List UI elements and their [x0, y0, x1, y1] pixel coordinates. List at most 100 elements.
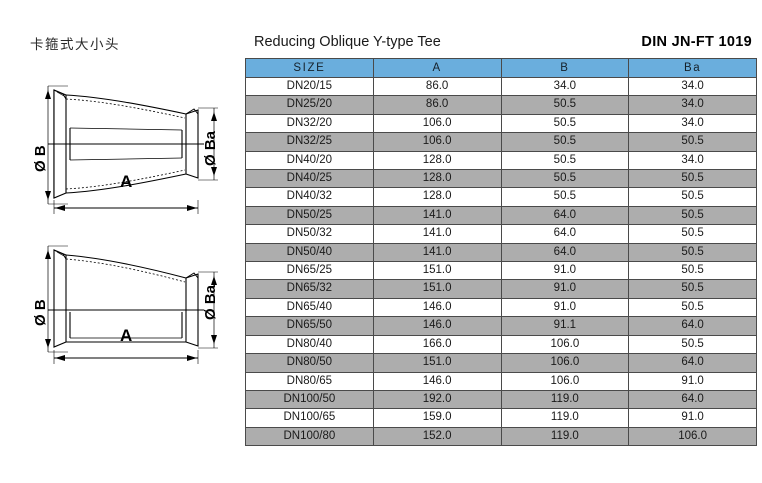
cell-a: 141.0 [372, 224, 502, 244]
cell-b: 106.0 [500, 353, 630, 373]
cell-size: DN65/50 [245, 316, 374, 336]
table-header-row: SIZE A B Ba [245, 58, 757, 78]
eccentric-reducer-drawing: Ø B Ø Ba A [8, 222, 240, 372]
cell-a: 151.0 [372, 261, 502, 281]
cell-a: 152.0 [372, 426, 502, 447]
cell-a: 146.0 [372, 316, 502, 336]
cell-ba: 91.0 [628, 408, 757, 428]
cell-b: 106.0 [500, 371, 630, 391]
cell-a: 128.0 [372, 150, 502, 171]
cell-ba: 34.0 [628, 76, 757, 97]
cell-size: DN80/40 [245, 334, 374, 355]
cell-b: 50.5 [500, 132, 630, 152]
page-title: Reducing Oblique Y-type Tee [254, 34, 441, 50]
cell-size: DN80/65 [245, 371, 374, 391]
cell-a: 146.0 [372, 297, 502, 318]
cell-ba: 34.0 [628, 150, 757, 171]
cell-b: 50.5 [500, 150, 630, 171]
cell-size: DN100/50 [245, 389, 374, 410]
cell-size: DN50/32 [245, 224, 374, 244]
cell-size: DN25/20 [245, 95, 374, 115]
dim-label-b: Ø B [32, 145, 49, 172]
cell-size: DN65/25 [245, 261, 374, 281]
cell-size: DN32/25 [245, 132, 374, 152]
dim-label-ba: Ø Ba [202, 284, 219, 320]
cell-size: DN100/65 [245, 408, 374, 428]
cell-a: 128.0 [372, 169, 502, 189]
cell-a: 151.0 [372, 353, 502, 373]
cell-b: 50.5 [500, 187, 630, 207]
cell-b: 91.0 [500, 261, 630, 281]
specification-panel: Reducing Oblique Y-type Tee DIN JN-FT 10… [244, 0, 762, 483]
cell-size: DN65/40 [245, 297, 374, 318]
column-header-size: SIZE [245, 58, 374, 78]
cell-a: 166.0 [372, 334, 502, 355]
cell-b: 119.0 [500, 408, 630, 428]
cell-a: 141.0 [372, 242, 502, 263]
cell-size: DN40/25 [245, 169, 374, 189]
cell-b: 119.0 [500, 426, 630, 447]
column-header-ba: Ba [628, 58, 757, 78]
cell-b: 91.0 [500, 279, 630, 299]
cell-ba: 50.5 [628, 224, 757, 244]
cell-size: DN20/15 [245, 76, 374, 97]
cell-ba: 91.0 [628, 371, 757, 391]
cell-a: 106.0 [372, 132, 502, 152]
spec-header: Reducing Oblique Y-type Tee DIN JN-FT 10… [254, 34, 754, 54]
dim-label-b: Ø B [32, 299, 49, 326]
cell-a: 86.0 [372, 95, 502, 115]
cell-ba: 50.5 [628, 297, 757, 318]
cell-ba: 64.0 [628, 389, 757, 410]
cell-b: 34.0 [500, 76, 630, 97]
cell-b: 50.5 [500, 113, 630, 134]
cell-a: 159.0 [372, 408, 502, 428]
cell-size: DN32/20 [245, 113, 374, 134]
dim-label-a: A [120, 326, 133, 345]
cell-ba: 50.5 [628, 242, 757, 263]
cell-b: 119.0 [500, 389, 630, 410]
cell-b: 64.0 [500, 242, 630, 263]
cell-size: DN50/40 [245, 242, 374, 263]
cell-ba: 50.5 [628, 169, 757, 189]
cell-ba: 50.5 [628, 187, 757, 207]
cell-b: 64.0 [500, 224, 630, 244]
cell-size: DN65/32 [245, 279, 374, 299]
cell-b: 91.0 [500, 297, 630, 318]
concentric-reducer-drawing: Ø B Ø Ba A [8, 68, 240, 218]
cell-a: 128.0 [372, 187, 502, 207]
cell-a: 192.0 [372, 389, 502, 410]
cell-b: 106.0 [500, 334, 630, 355]
drawings-panel: 卡箍式大小头 [0, 0, 244, 483]
cell-ba: 34.0 [628, 95, 757, 115]
cell-b: 50.5 [500, 169, 630, 189]
cell-b: 50.5 [500, 95, 630, 115]
cell-ba: 34.0 [628, 113, 757, 134]
eccentric-reducer-svg [45, 245, 218, 364]
cell-a: 106.0 [372, 113, 502, 134]
cell-a: 141.0 [372, 205, 502, 226]
cell-size: DN40/20 [245, 150, 374, 171]
standard-code: DIN JN-FT 1019 [641, 34, 752, 50]
column-header-a: A [372, 58, 502, 78]
cell-ba: 50.5 [628, 261, 757, 281]
dim-label-a: A [120, 172, 133, 191]
